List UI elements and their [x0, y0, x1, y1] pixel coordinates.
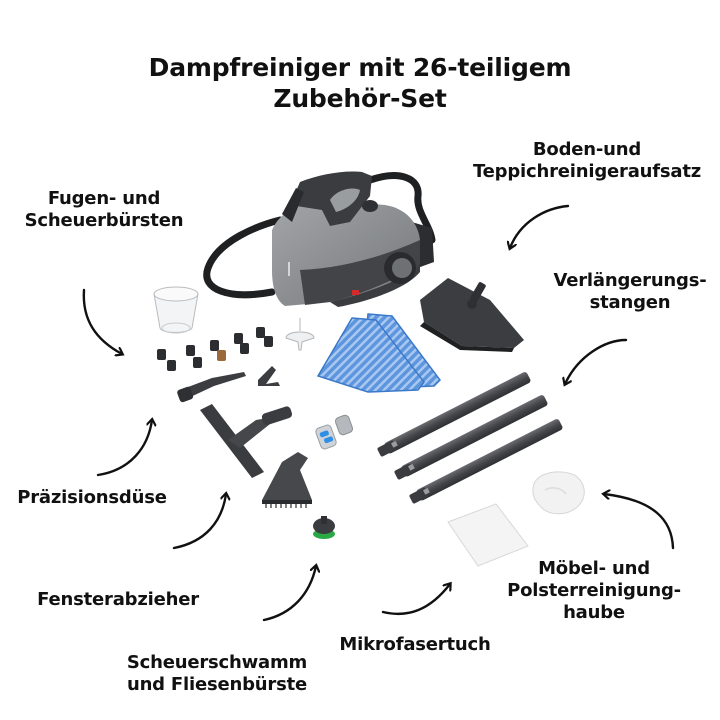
label-line: Möbel- und — [538, 558, 650, 579]
label-line: und Fliesenbürste — [126, 674, 308, 695]
label-fugen-scheuerbuersten: Fugen- und Scheuerbürsten — [14, 188, 194, 232]
arrow-praezision — [96, 420, 152, 477]
arrow-scheuerschwamm — [262, 566, 316, 622]
arrow-mikrofaser — [381, 584, 450, 616]
arrow-verlaengerung — [565, 338, 628, 384]
page-title: Dampfreiniger mit 26-teiligem Zubehör-Se… — [0, 52, 720, 114]
label-fensterabzieher: Fensterabzieher — [28, 589, 208, 611]
label-line: Scheuerbürsten — [24, 210, 184, 231]
microfiber-cloth — [447, 503, 529, 567]
label-line: Polsterreinigung- — [507, 580, 681, 601]
label-line: Verlängerungs- — [553, 270, 707, 291]
label-line: Boden-und — [532, 139, 642, 160]
label-scheuerschwamm-fliesenbuerste: Scheuerschwamm und Fliesenbürste — [114, 652, 320, 696]
label-line: haube — [563, 602, 625, 623]
arrow-fenster — [172, 494, 226, 550]
label-line: Fensterabzieher — [37, 589, 199, 610]
upholstery-bonnet — [532, 471, 585, 515]
triangle-brush — [262, 452, 312, 508]
label-line: Präzisionsdüse — [17, 487, 167, 508]
title-line-2: Zubehör-Set — [273, 84, 447, 113]
label-boden-teppich: Boden-und Teppichreinigeraufsatz — [462, 139, 712, 183]
measuring-cup — [153, 286, 199, 334]
label-line: Teppichreinigeraufsatz — [472, 161, 702, 182]
arrow-boden — [510, 204, 570, 248]
floor-carpet-head — [420, 278, 524, 352]
label-praezisionsduese: Präzisionsdüse — [10, 487, 174, 509]
callout-arrows — [82, 204, 675, 622]
window-squeegee — [200, 404, 293, 478]
steam-cleaner-unit — [203, 171, 436, 307]
arrow-moebel — [604, 494, 675, 550]
title-line-1: Dampfreiniger mit 26-teiligem — [148, 53, 572, 82]
label-verlaengerungsstangen: Verlängerungs- stangen — [540, 270, 720, 314]
spare-seals — [315, 414, 354, 450]
brass-brush-nozzle — [217, 350, 226, 361]
label-moebel-polster: Möbel- und Polsterreinigung- haube — [496, 558, 692, 624]
microfiber-pads — [316, 313, 441, 393]
label-line: stangen — [589, 292, 671, 313]
label-mikrofasertuch: Mikrofasertuch — [330, 634, 500, 656]
brush-nozzles — [157, 327, 273, 371]
scrub-pad-tile-brush — [313, 516, 335, 539]
extension-rods — [377, 372, 563, 504]
arrow-fugen — [82, 288, 122, 354]
funnel — [285, 318, 315, 351]
label-line: Fugen- und — [47, 188, 161, 209]
angled-nozzle — [258, 366, 280, 386]
precision-nozzle — [177, 372, 246, 403]
label-line: Mikrofasertuch — [339, 634, 491, 655]
label-line: Scheuerschwamm — [126, 652, 308, 673]
